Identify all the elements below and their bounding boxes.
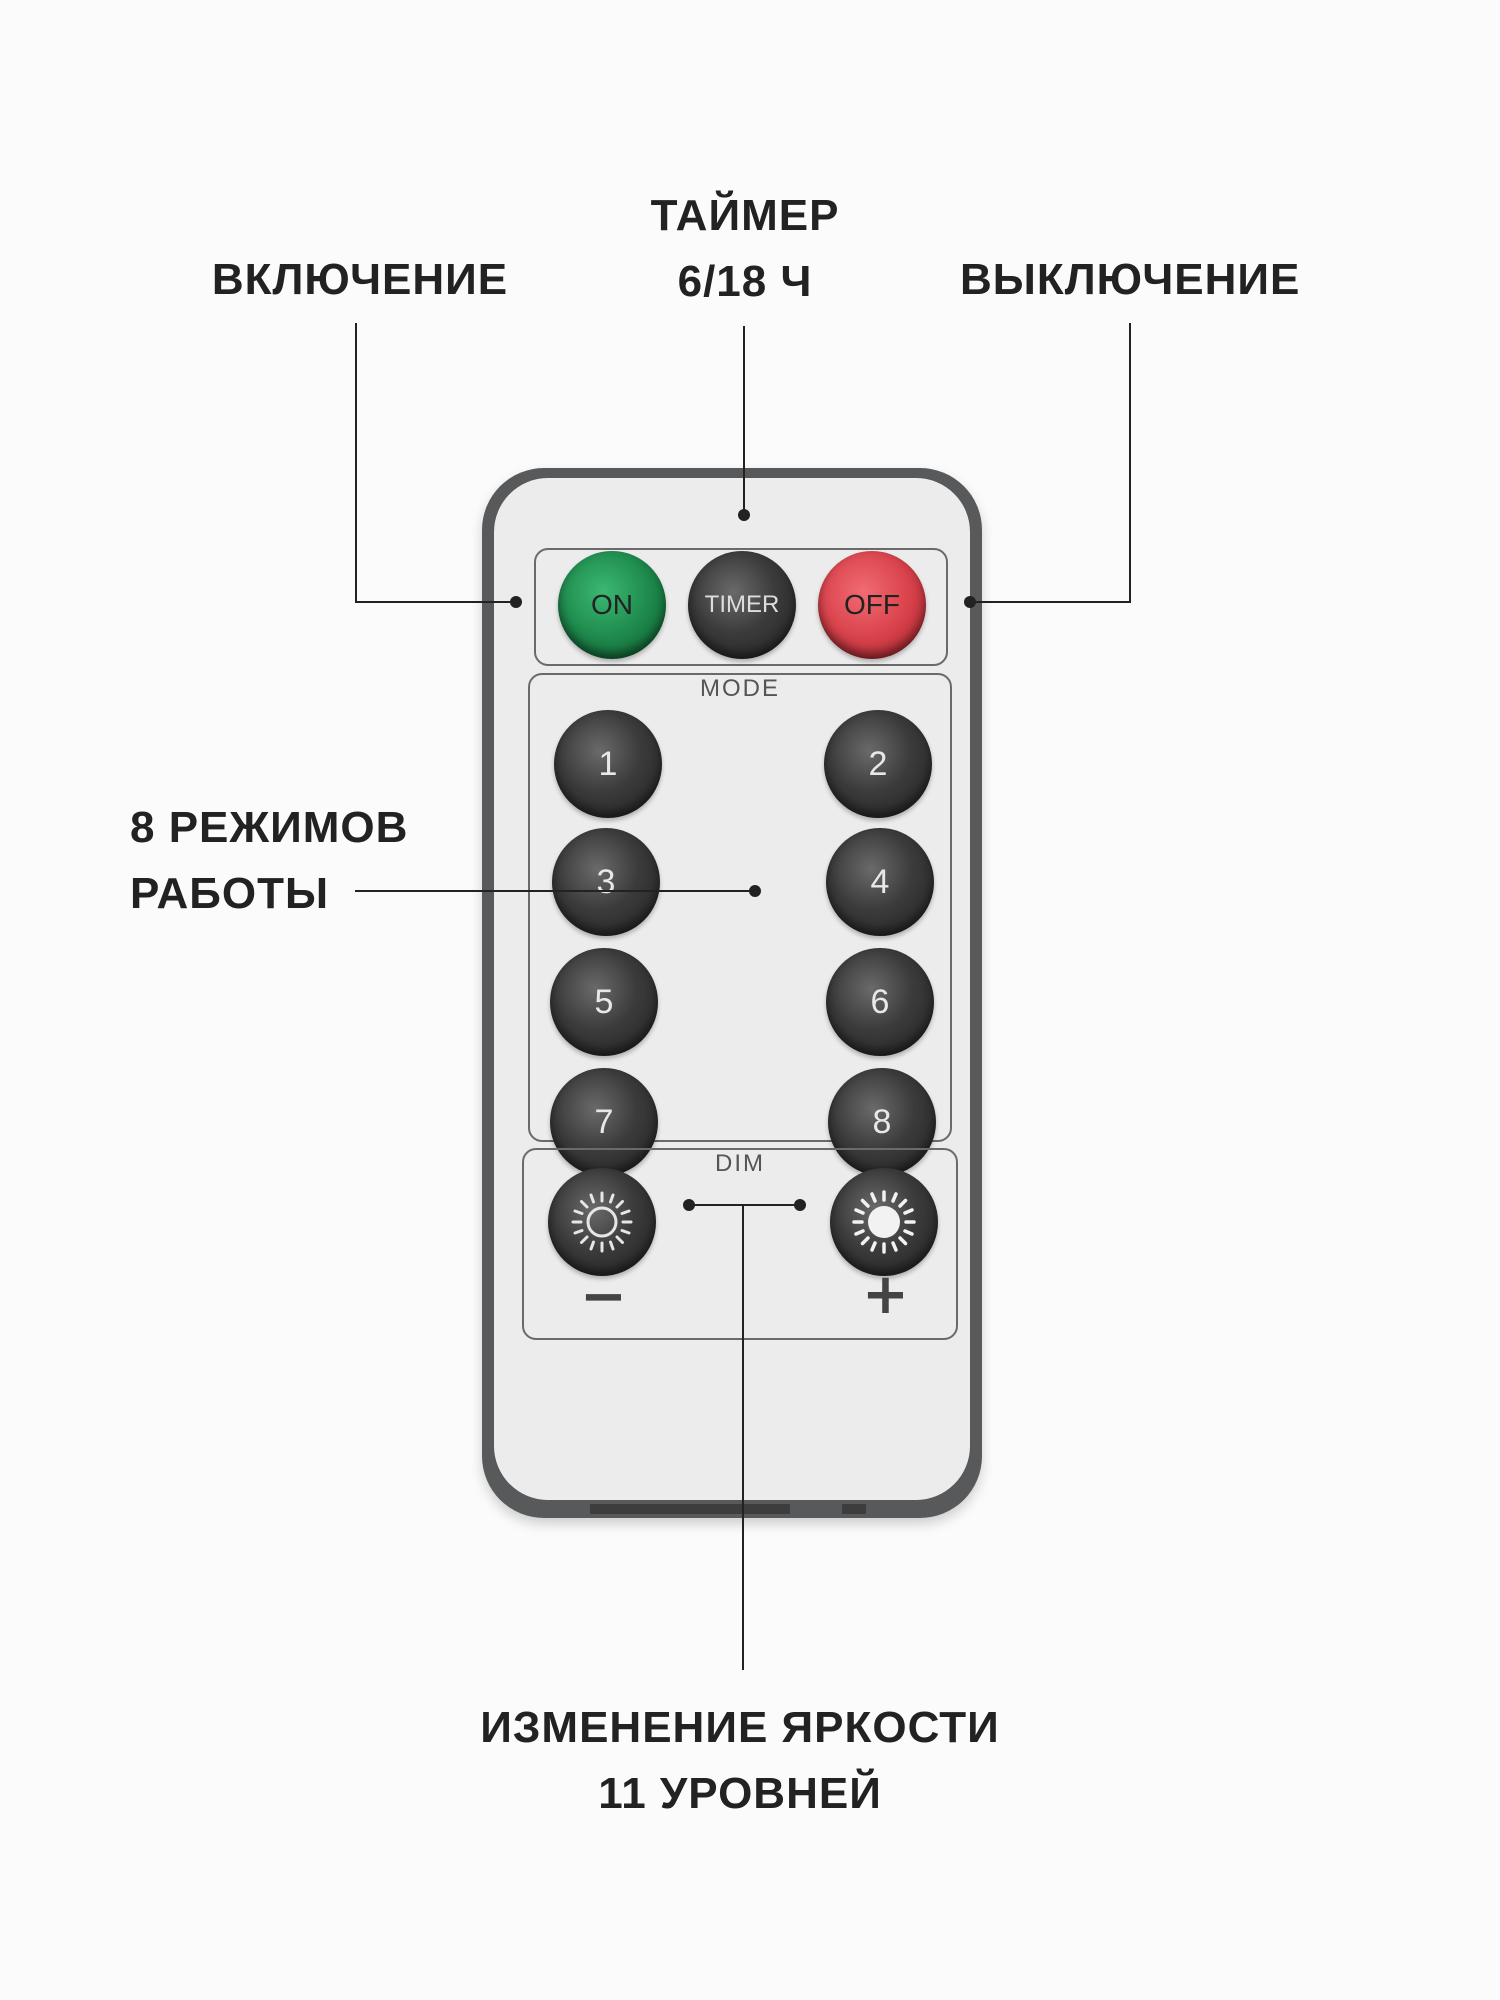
power-panel [534, 548, 948, 666]
mode-button-3[interactable]: 3 [552, 828, 660, 936]
leader-on [355, 323, 516, 603]
dot-on [510, 596, 522, 608]
dim-up-button[interactable] [830, 1168, 938, 1276]
battery-slot [590, 1504, 790, 1514]
timer-button[interactable]: TIMER [688, 551, 796, 659]
mode-button-1[interactable]: 1 [554, 710, 662, 818]
on-button[interactable]: ON [558, 551, 666, 659]
remote-control: ON TIMER OFF MODE 1 2 3 4 5 6 7 8 DIM [482, 468, 982, 1518]
dot-timer [738, 509, 750, 521]
mode-button-4[interactable]: 4 [826, 828, 934, 936]
sun-filled-icon [852, 1190, 916, 1254]
dim-plus-sign: + [862, 1262, 909, 1327]
mode-button-2[interactable]: 2 [824, 710, 932, 818]
dot-modes [749, 885, 761, 897]
mode-panel: MODE [528, 673, 952, 1142]
label-modes: 8 РЕЖИМОВ РАБОТЫ [130, 803, 409, 918]
label-timer: ТАЙМЕР 6/18 Ч [650, 191, 840, 306]
label-power-off: ВЫКЛЮЧЕНИЕ [960, 255, 1301, 304]
mode-button-6[interactable]: 6 [826, 948, 934, 1056]
dim-down-button[interactable] [548, 1168, 656, 1276]
dim-panel: DIM [522, 1148, 958, 1340]
off-button[interactable]: OFF [818, 551, 926, 659]
mode-button-8[interactable]: 8 [828, 1068, 936, 1176]
dot-off [964, 596, 976, 608]
mode-button-7[interactable]: 7 [550, 1068, 658, 1176]
battery-latch [842, 1504, 866, 1514]
remote-face: ON TIMER OFF MODE 1 2 3 4 5 6 7 8 DIM [494, 478, 970, 1500]
dim-minus-sign: − [580, 1264, 627, 1329]
label-power-on: ВКЛЮЧЕНИЕ [211, 255, 509, 304]
dot-dim-left [683, 1199, 695, 1211]
label-brightness: ИЗМЕНЕНИЕ ЯРКОСТИ 11 УРОВНЕЙ [480, 1703, 1000, 1818]
dot-dim-right [794, 1199, 806, 1211]
leader-off [970, 323, 1131, 603]
mode-button-5[interactable]: 5 [550, 948, 658, 1056]
mode-title: MODE [700, 675, 780, 702]
dim-title: DIM [715, 1150, 765, 1177]
sun-outline-icon [571, 1191, 633, 1253]
